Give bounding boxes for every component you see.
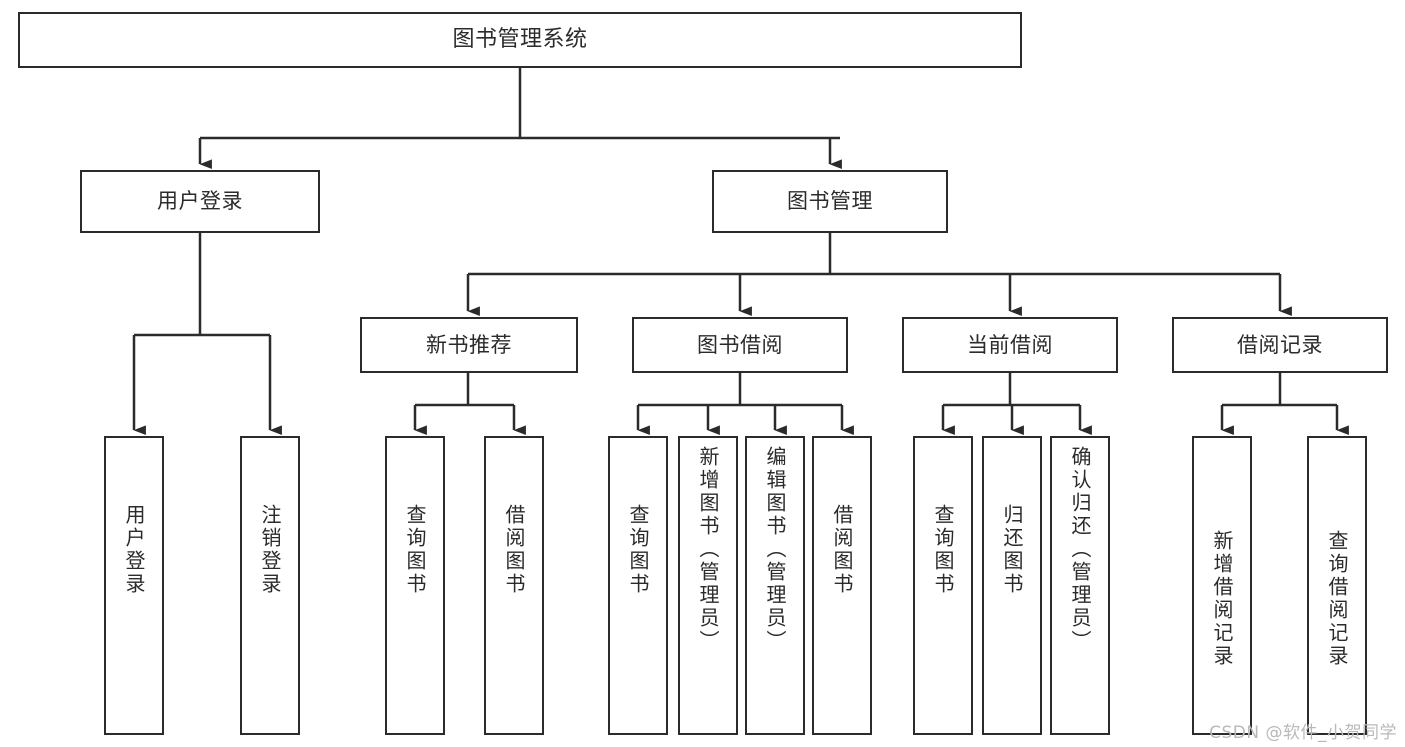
node-book-management[interactable]: 图书管理: [712, 170, 948, 233]
node-label: 查询借阅记录: [1325, 530, 1349, 668]
node-label: 当前借阅: [967, 332, 1053, 357]
node-label: 用户登录: [157, 189, 243, 214]
node-label: 借阅图书: [502, 504, 526, 596]
leaf-book-borrow-add[interactable]: 新增图书（管理员）: [678, 436, 738, 735]
leaf-new-book-query[interactable]: 查询图书: [385, 436, 445, 735]
node-root-system[interactable]: 图书管理系统: [18, 12, 1022, 68]
node-label: 确认归还（管理员）: [1068, 446, 1092, 653]
leaf-user-login-logout[interactable]: 注销登录: [240, 436, 300, 735]
leaf-book-borrow-query[interactable]: 查询图书: [608, 436, 668, 735]
node-label: 查询图书: [403, 504, 427, 596]
leaf-book-borrow-borrow[interactable]: 借阅图书: [812, 436, 872, 735]
watermark: CSDN @软件_小贺同学: [1209, 723, 1397, 743]
node-label: 用户登录: [122, 504, 146, 596]
node-label: 查询图书: [931, 504, 955, 596]
node-label: 新增借阅记录: [1210, 530, 1234, 668]
node-label: 新增图书（管理员）: [696, 446, 720, 653]
leaf-new-book-borrow[interactable]: 借阅图书: [484, 436, 544, 735]
node-label: 借阅图书: [830, 504, 854, 596]
node-label: 图书管理: [787, 189, 873, 214]
node-borrow-record[interactable]: 借阅记录: [1172, 317, 1388, 373]
leaf-current-borrow-return[interactable]: 归还图书: [982, 436, 1042, 735]
node-label: 图书管理系统: [452, 27, 588, 53]
node-book-borrow[interactable]: 图书借阅: [632, 317, 848, 373]
node-label: 查询图书: [626, 504, 650, 596]
leaf-current-borrow-confirm-return[interactable]: 确认归还（管理员）: [1050, 436, 1110, 735]
node-label: 归还图书: [1000, 504, 1024, 596]
leaf-borrow-record-query[interactable]: 查询借阅记录: [1307, 436, 1367, 735]
node-user-login[interactable]: 用户登录: [80, 170, 320, 233]
node-label: 新书推荐: [426, 332, 512, 357]
leaf-current-borrow-query[interactable]: 查询图书: [913, 436, 973, 735]
leaf-borrow-record-add[interactable]: 新增借阅记录: [1192, 436, 1252, 735]
node-label: 图书借阅: [697, 332, 783, 357]
node-new-book-recommend[interactable]: 新书推荐: [360, 317, 578, 373]
leaf-user-login-login[interactable]: 用户登录: [104, 436, 164, 735]
node-label: 注销登录: [258, 504, 282, 596]
node-current-borrow[interactable]: 当前借阅: [902, 317, 1118, 373]
node-label: 借阅记录: [1237, 332, 1323, 357]
leaf-book-borrow-edit[interactable]: 编辑图书（管理员）: [745, 436, 805, 735]
node-label: 编辑图书（管理员）: [763, 446, 787, 653]
